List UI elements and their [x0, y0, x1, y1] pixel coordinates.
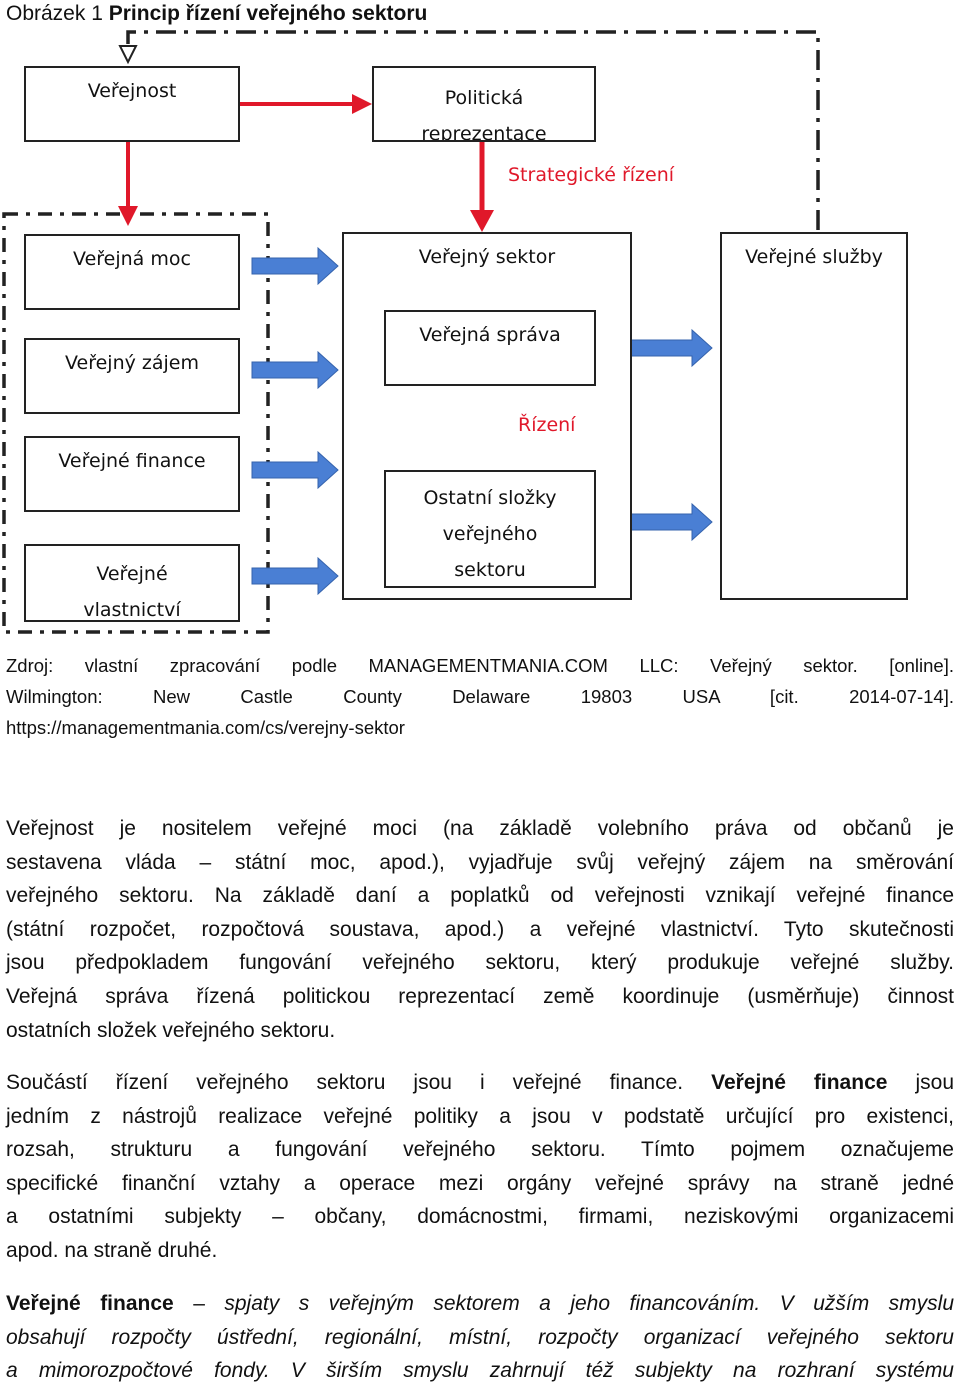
box-verejny-sektor-label: Veřejný sektor	[418, 246, 556, 268]
source-line-3: https://managementmania.com/cs/verejny-s…	[6, 717, 405, 738]
box-verejne-finance-label: Veřejné finance	[58, 450, 206, 472]
box-verejny-zajem: Veřejný zájem	[24, 338, 240, 414]
box-politicka-label-2: reprezentace	[421, 123, 547, 142]
source-line-2: Wilmington: New Castle County Delaware 1…	[6, 686, 954, 707]
box-ostatni-slozky: Ostatní složky veřejného sektoru	[384, 470, 596, 588]
p1-line-7: ostatních složek veřejného sektoru.	[6, 1018, 336, 1042]
p2-line-3: rozsah, strukturu a fungování veřejného …	[6, 1138, 954, 1162]
label-strategicke-rizeni: Strategické řízení	[508, 164, 675, 186]
box-ostatni-slozky-label-2: veřejného	[442, 523, 538, 545]
figure-caption-prefix: Obrázek 1	[6, 2, 103, 25]
box-verejna-sprava: Veřejná správa	[384, 310, 596, 386]
box-ostatni-slozky-label-1: Ostatní složky	[423, 487, 557, 509]
p3-line-1-dash: –	[193, 1292, 205, 1315]
p2-line-1: Součástí řízení veřejného sektoru jsou i…	[6, 1066, 954, 1100]
p3-line-1-italic: spjaty s veřejným sektorem a jeho financ…	[224, 1292, 955, 1315]
blue-arrow-verejne-finance	[251, 450, 339, 490]
p1-line-1: Veřejnost je nositelem veřejné moci (na …	[6, 817, 954, 840]
blue-arrow-sektor-sluzby-1	[629, 328, 713, 368]
source-line-1: Zdroj: vlastní zpracování podle MANAGEME…	[6, 655, 954, 676]
box-verejnost-label: Veřejnost	[87, 80, 177, 102]
box-verejne-vlastnictvi: Veřejné vlastnictví	[24, 544, 240, 622]
figure-caption: Obrázek 1 Princip řízení veřejného sekto…	[6, 2, 427, 26]
box-verejne-vlastnictvi-label-1: Veřejné	[96, 563, 168, 585]
blue-arrow-verejna-moc	[251, 246, 339, 286]
paragraph-2: Součástí řízení veřejného sektoru jsou i…	[6, 1066, 954, 1268]
p2-line-4: specifické finanční vztahy a operace mez…	[6, 1171, 954, 1195]
p2-line-2: jedním z nástrojů realizace veřejné poli…	[6, 1104, 954, 1128]
box-politicka-label-1: Politická	[444, 87, 524, 109]
p3-line-3: a mimorozpočtové fondy. V širším smyslu …	[6, 1359, 954, 1383]
p3-line-1-bold: Veřejné finance	[6, 1292, 174, 1315]
paragraph-3: Veřejné finance – spjaty s veřejným sekt…	[6, 1287, 954, 1388]
box-verejnost: Veřejnost	[24, 66, 240, 142]
box-verejne-vlastnictvi-label-2: vlastnictví	[83, 599, 181, 621]
blue-arrow-verejny-zajem	[251, 350, 339, 390]
label-rizeni: Řízení	[518, 414, 576, 436]
p2-line-6: apod. na straně druhé.	[6, 1238, 218, 1262]
box-verejna-moc-label: Veřejná moc	[73, 248, 191, 270]
box-verejne-sluzby-label: Veřejné služby	[745, 246, 883, 268]
p2-line-5: a ostatními subjekty – občany, domácnost…	[6, 1205, 954, 1229]
box-verejny-zajem-label: Veřejný zájem	[65, 352, 199, 374]
box-ostatni-slozky-label-3: sektoru	[454, 559, 526, 581]
p1-line-3: veřejného sektoru. Na základě daní a pop…	[6, 884, 954, 908]
figure-source: Zdroj: vlastní zpracování podle MANAGEME…	[6, 650, 954, 743]
p3-line-2: obsahují rozpočty ústřední, regionální, …	[6, 1325, 954, 1349]
p2-line-1-post: jsou	[915, 1071, 954, 1094]
box-verejna-moc: Veřejná moc	[24, 234, 240, 310]
paragraph-1: Veřejnost je nositelem veřejné moci (na …	[6, 812, 954, 1047]
p3-line-1: Veřejné finance – spjaty s veřejným sekt…	[6, 1287, 954, 1321]
blue-arrow-verejne-vlastnictvi	[251, 556, 339, 596]
box-verejne-finance: Veřejné finance	[24, 436, 240, 512]
p1-line-2: sestavena vláda – státní moc, apod.), vy…	[6, 850, 954, 874]
p2-line-1-bold: Veřejné finance	[711, 1071, 888, 1094]
box-politicka-reprezentace: Politická reprezentace	[372, 66, 596, 142]
box-verejna-sprava-label: Veřejná správa	[419, 324, 561, 346]
p1-line-5: jsou předpokladem fungování veřejného se…	[6, 951, 954, 975]
p1-line-4: (státní rozpočet, rozpočtová soustava, a…	[6, 917, 954, 941]
p1-line-6: Veřejná správa řízená politickou repreze…	[6, 984, 954, 1008]
blue-arrow-sektor-sluzby-2	[629, 502, 713, 542]
box-verejne-sluzby: Veřejné služby	[720, 232, 908, 600]
p2-line-1-pre: Součástí řízení veřejného sektoru jsou i…	[6, 1071, 684, 1094]
figure-caption-title: Princip řízení veřejného sektoru	[108, 2, 428, 25]
feedback-loop-arrowhead	[118, 45, 138, 65]
feedback-loop-line	[126, 30, 820, 230]
